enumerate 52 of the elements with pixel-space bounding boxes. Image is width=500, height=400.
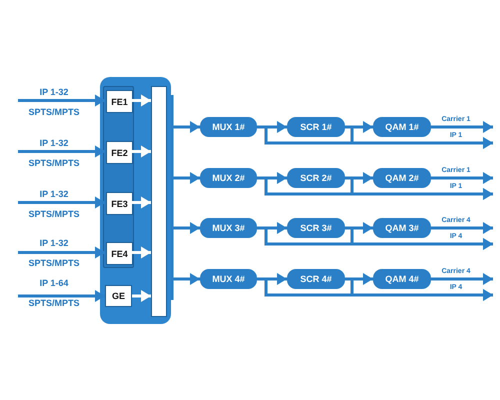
switch-bar	[151, 86, 167, 317]
process-box: SCR 4#	[287, 269, 345, 289]
arrow	[172, 172, 200, 184]
process-box: MUX 2#	[200, 168, 257, 188]
arrow	[18, 290, 105, 302]
arrow	[345, 226, 493, 250]
device-panel	[100, 77, 171, 324]
arrow	[345, 278, 493, 301]
arrow	[172, 222, 200, 234]
arrow	[345, 176, 493, 200]
stream-type-label: SPTS/MPTS	[27, 258, 80, 268]
arrow	[431, 121, 493, 133]
stream-type-label: SPTS/MPTS	[27, 298, 80, 308]
process-box: QAM 3#	[373, 218, 431, 238]
process-box: SCR 2#	[287, 168, 345, 188]
process-box: MUX 1#	[200, 117, 257, 137]
input-label: IP 1-32	[38, 138, 70, 148]
arrow	[132, 246, 151, 258]
input-label: IP 1-32	[38, 238, 70, 248]
input-label: IP 1-64	[38, 278, 70, 288]
arrow	[18, 246, 105, 258]
arrow	[132, 94, 151, 106]
port-box: FE4	[106, 242, 133, 265]
stream-type-label: SPTS/MPTS	[27, 158, 80, 168]
arrow	[172, 121, 200, 133]
arrow	[431, 172, 493, 184]
port-group	[103, 86, 134, 268]
arrow	[431, 222, 493, 234]
arrow	[18, 146, 105, 158]
process-box: QAM 2#	[373, 168, 431, 188]
arrow	[132, 146, 151, 158]
port-box: FE2	[106, 141, 133, 164]
arrow	[18, 94, 105, 106]
process-box: QAM 4#	[373, 269, 431, 289]
input-label: IP 1-32	[38, 87, 70, 97]
arrow	[172, 273, 200, 285]
port-box: FE1	[106, 90, 133, 113]
arrow	[431, 273, 493, 285]
process-box: MUX 3#	[200, 218, 257, 238]
input-label: IP 1-32	[38, 189, 70, 199]
arrow	[132, 196, 151, 208]
stream-type-label: SPTS/MPTS	[27, 107, 80, 117]
process-box: QAM 1#	[373, 117, 431, 137]
arrow	[18, 196, 105, 208]
port-box: FE3	[106, 192, 133, 215]
arrow	[345, 126, 493, 149]
arrow	[132, 290, 151, 302]
process-box: SCR 3#	[287, 218, 345, 238]
process-box: MUX 4#	[200, 269, 257, 289]
stream-type-label: SPTS/MPTS	[27, 209, 80, 219]
port-box: GE	[105, 285, 132, 307]
process-box: SCR 1#	[287, 117, 345, 137]
